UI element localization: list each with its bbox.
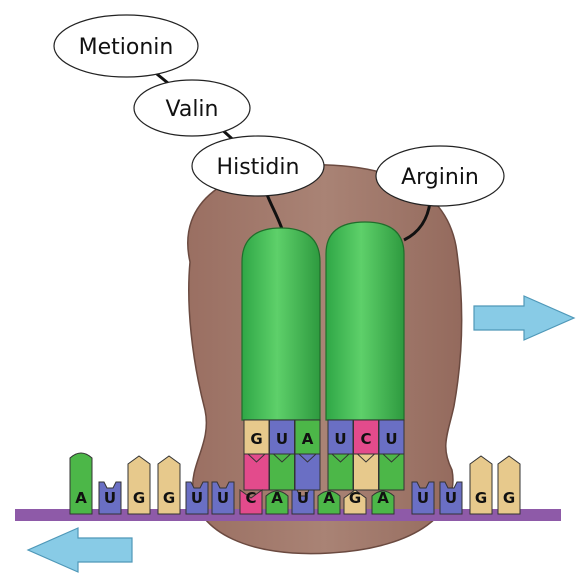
arrow-left-icon	[28, 528, 132, 572]
mrna-base-letter: G	[503, 489, 515, 507]
pair-block	[379, 454, 404, 490]
trna-right-body	[326, 222, 404, 420]
mrna-base-letter: U	[217, 489, 229, 507]
amino-acid-histidin: Histidin	[192, 136, 324, 196]
mrna-base: U	[292, 489, 314, 514]
mrna-base-letter: A	[323, 489, 335, 507]
pair-block	[354, 454, 379, 490]
amino-acid-metionin: Metionin	[54, 15, 198, 77]
amino-acid-label: Histidin	[217, 155, 300, 180]
mrna-base: G	[158, 456, 180, 514]
anticodon-letter: U	[276, 430, 288, 448]
mrna-base: A	[70, 453, 92, 514]
pair-block	[328, 454, 353, 490]
amino-acid-arginin: Arginin	[376, 146, 504, 206]
anticodon-letter: U	[385, 430, 397, 448]
amino-acid-label: Arginin	[401, 165, 479, 190]
pair-block	[295, 454, 320, 490]
anticodon-base: U	[379, 420, 404, 490]
anticodon-letter: U	[334, 430, 346, 448]
pair-block	[270, 454, 295, 490]
mrna-base-letter: G	[163, 489, 175, 507]
mrna-base-letter: A	[271, 489, 283, 507]
mrna-base-letter: U	[417, 489, 429, 507]
mrna-base: U	[99, 482, 121, 514]
anticodon-base: A	[295, 420, 320, 490]
amino-acid-label: Valin	[166, 97, 219, 122]
anticodon-base: C	[354, 420, 379, 490]
amino-acid-valin: Valin	[134, 80, 250, 136]
mrna-base-letter: G	[133, 489, 145, 507]
mrna-base-letter: G	[475, 489, 487, 507]
trna-left-body	[242, 228, 320, 420]
amino-acid-label: Metionin	[79, 35, 174, 60]
anticodon-letter: A	[302, 430, 314, 448]
anticodon-base: U	[328, 420, 353, 490]
mrna-base: G	[498, 456, 520, 514]
mrna-base-letter: C	[245, 489, 256, 507]
anticodon-letter: C	[360, 430, 371, 448]
mrna-base-letter: U	[445, 489, 457, 507]
mrna-base-letter: A	[377, 489, 389, 507]
mrna-base: G	[470, 456, 492, 514]
mrna-base-letter: A	[75, 489, 87, 507]
arrow-right-icon	[474, 296, 574, 340]
mrna-base: C	[240, 489, 262, 514]
anticodon-letter: G	[250, 430, 262, 448]
mrna-base-letter: U	[191, 489, 203, 507]
anticodon-base: U	[270, 420, 295, 490]
mrna-base-letter: U	[104, 489, 116, 507]
pair-block	[244, 454, 269, 490]
mrna-base: G	[128, 456, 150, 514]
mrna-base-letter: U	[297, 489, 309, 507]
mrna-base-letter: G	[349, 489, 361, 507]
anticodon-base: G	[244, 420, 269, 490]
